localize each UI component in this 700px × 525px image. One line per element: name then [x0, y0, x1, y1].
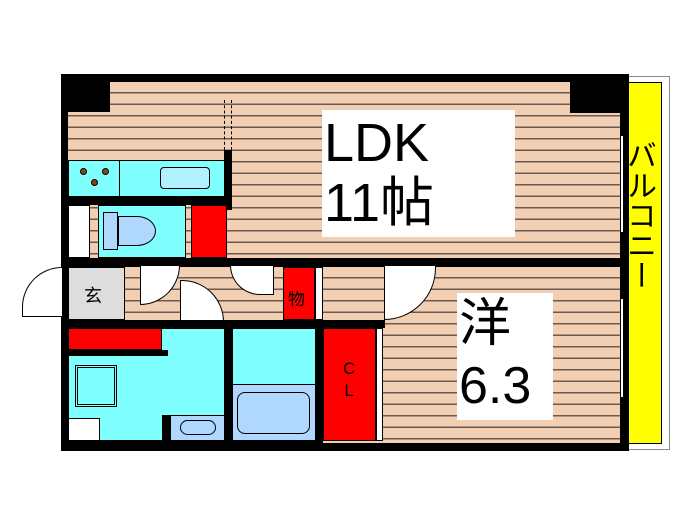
bath-wall: [316, 328, 323, 448]
washroom-shelf: [68, 328, 162, 350]
washing-machine-icon: [75, 365, 117, 407]
interior-wall: [61, 258, 629, 267]
washroom-partition: [162, 415, 170, 445]
stove-burner-icon: [102, 168, 109, 175]
corner-column-right: [570, 74, 622, 113]
corner-column-left: [61, 74, 110, 112]
bathtub-inner-icon: [237, 392, 310, 434]
stove-divider: [119, 160, 120, 197]
entrance: [68, 267, 125, 320]
western-window: [620, 298, 624, 398]
ldk-size: 11帖: [324, 173, 435, 233]
interior-wall: [61, 320, 385, 328]
storage-cabinet: [191, 205, 227, 258]
utility-box: [68, 418, 100, 441]
closet-label-c: C: [343, 359, 356, 378]
sliding-partition[interactable]: [224, 100, 232, 150]
storage-closet: [283, 267, 315, 320]
ldk-window: [620, 135, 624, 233]
western-size: 6.3: [459, 357, 532, 415]
ldk-label-box: LDK 11帖: [322, 110, 515, 237]
kitchen-wall: [61, 197, 232, 205]
storage-label: 物: [288, 290, 305, 309]
closet: [323, 328, 376, 441]
partition-wall: [224, 150, 232, 210]
basin-bowl-icon: [180, 420, 216, 435]
entrance-label: 玄: [84, 286, 102, 306]
closet-door[interactable]: [376, 328, 383, 441]
bath-wall: [225, 328, 232, 448]
sink-icon: [160, 167, 210, 189]
western-label-box: 洋 6.3: [457, 293, 553, 420]
balcony-label: バルコニー: [622, 140, 655, 290]
closet-label-l: L: [344, 381, 354, 400]
closet-label: C L: [343, 358, 355, 402]
western-name: 洋: [459, 295, 512, 353]
ldk-name: LDK: [324, 113, 430, 173]
front-door[interactable]: [22, 267, 62, 317]
storage-door[interactable]: [315, 267, 323, 320]
toilet-bowl-icon: [118, 216, 156, 246]
toilet-tank-icon: [103, 212, 118, 250]
stove-burner-icon: [80, 168, 87, 175]
washroom-shelf-wall: [68, 350, 168, 356]
stove-burner-icon: [91, 179, 98, 186]
shoe-cabinet: [68, 205, 90, 258]
